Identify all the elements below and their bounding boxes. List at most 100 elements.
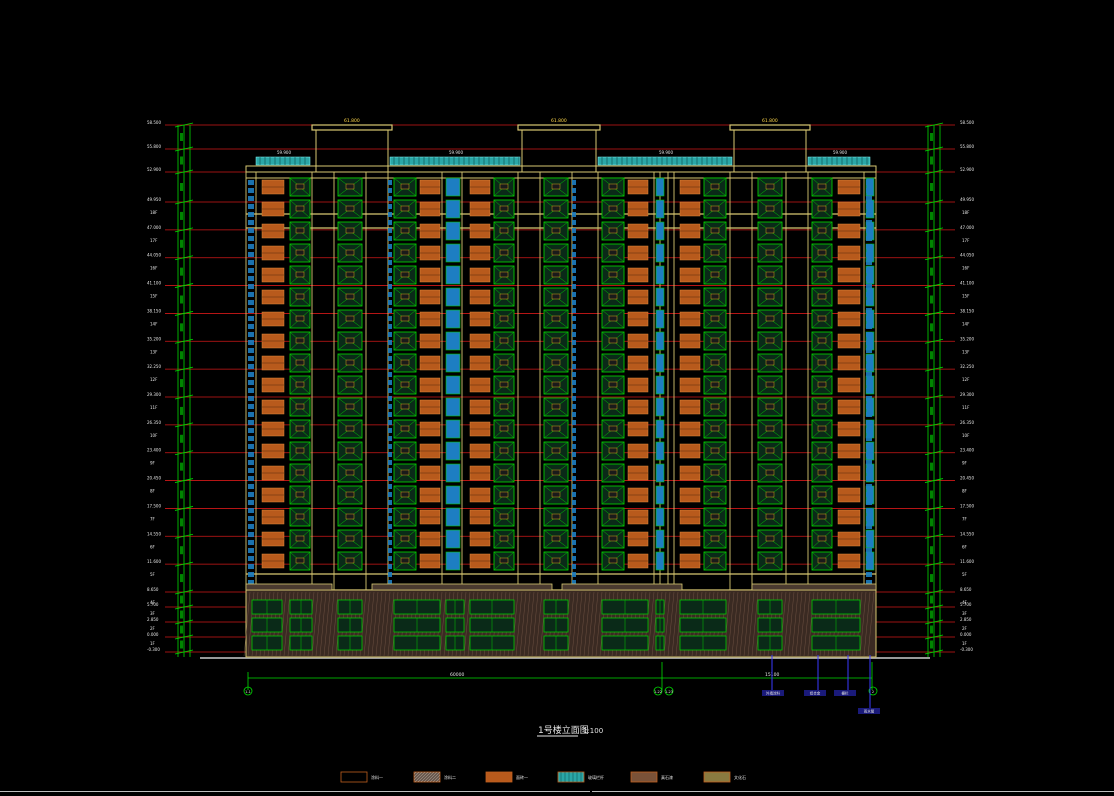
edge-glass-strip [866, 340, 872, 345]
elevation-label-right: 49.950 [960, 197, 974, 202]
edge-glass-strip [388, 324, 392, 329]
edge-glass-strip [572, 564, 576, 569]
window-tag [710, 183, 720, 190]
edge-glass-strip [572, 516, 576, 521]
edge-glass-strip [572, 196, 576, 201]
edge-glass-strip [248, 268, 254, 273]
edge-glass-strip [248, 540, 254, 545]
glass-panel [655, 485, 665, 505]
edge-glass-strip [572, 364, 576, 369]
edge-glass-strip [572, 476, 576, 481]
legend-hatch [438, 780, 441, 783]
glass-panel [445, 441, 461, 461]
elevation-label-right: 11.600 [960, 559, 974, 564]
podium-hatch [731, 591, 739, 657]
edge-glass-strip [572, 180, 576, 185]
legend-hatch [423, 771, 435, 783]
window-tag [499, 293, 509, 300]
podium-hatch [383, 591, 391, 657]
window-tag [551, 359, 561, 366]
floor-label-left: 11F [150, 405, 158, 410]
edge-glass-strip [388, 220, 392, 225]
legend-hatch [432, 774, 441, 783]
note-tag [804, 690, 826, 696]
edge-glass-strip [248, 228, 254, 233]
edge-glass-strip [572, 508, 576, 513]
edge-glass-strip [388, 348, 392, 353]
legend-swatch [485, 771, 513, 783]
dimension-tick [174, 366, 194, 372]
dimension-value-mark [180, 490, 183, 499]
window-tag [817, 403, 827, 410]
floor-label-right: 16F [962, 266, 970, 271]
dimension-value-mark [930, 610, 933, 619]
edge-glass-strip [388, 252, 392, 257]
floor-label-right: 5F [962, 572, 968, 577]
edge-glass-strip [248, 468, 254, 473]
legend-hatch [435, 777, 441, 783]
edge-glass-strip [248, 316, 254, 321]
window-tag [817, 491, 827, 498]
elevation-label-left: 17.500 [147, 503, 161, 508]
edge-glass-strip [388, 284, 392, 289]
edge-glass-strip [866, 284, 872, 289]
floor-label-right: 13F [962, 349, 970, 354]
edge-glass-strip [866, 484, 872, 489]
elevation-label-right: 8.650 [960, 587, 972, 592]
edge-glass-strip [388, 188, 392, 193]
window-tag [295, 227, 305, 234]
legend-hatch [413, 771, 420, 778]
dimension-tick [924, 169, 944, 175]
window-tag [400, 381, 410, 388]
dimension-value-mark [930, 379, 933, 388]
window-tag [551, 513, 561, 520]
window-tag [608, 557, 618, 564]
edge-glass-strip [388, 196, 392, 201]
dimension-tick [924, 394, 944, 400]
dimension-value-mark [180, 462, 183, 471]
floor-label-left: 17F [150, 238, 158, 243]
dimension-tick [174, 422, 194, 428]
edge-glass-strip [866, 332, 872, 337]
edge-glass-strip [866, 420, 872, 425]
window-tag [551, 315, 561, 322]
edge-glass-strip [388, 292, 392, 297]
window-tag [765, 337, 775, 344]
edge-glass-strip [388, 404, 392, 409]
dimension-tick [924, 649, 944, 655]
floor-label-right: 15F [962, 294, 970, 299]
floor-label-right: 9F [962, 461, 968, 466]
edge-glass-strip [388, 228, 392, 233]
edge-glass-strip [866, 436, 872, 441]
window-tag [295, 337, 305, 344]
elevation-label-right: 20.450 [960, 476, 974, 481]
window-tag [345, 381, 355, 388]
podium-hatch [663, 591, 671, 657]
edge-glass-strip [388, 428, 392, 433]
podium-hatch [567, 591, 575, 657]
legend-swatch [630, 771, 658, 783]
dimension-value-mark [930, 183, 933, 191]
edge-glass-strip [572, 556, 576, 561]
window-tag [551, 271, 561, 278]
edge-glass-strip [572, 444, 576, 449]
edge-glass-strip [572, 244, 576, 249]
window-tag [345, 315, 355, 322]
edge-glass-strip [572, 348, 576, 353]
dimension-tick [174, 283, 194, 288]
window-tag [765, 315, 775, 322]
edge-glass-strip [388, 388, 392, 393]
window-tag [817, 513, 827, 520]
floor-label-left: 16F [150, 266, 158, 271]
edge-glass-strip [572, 484, 576, 489]
window-tag [345, 513, 355, 520]
elevation-label-right: 44.050 [960, 253, 974, 258]
podium-hatch [515, 591, 523, 657]
window-tag [499, 469, 509, 476]
window-tag [400, 183, 410, 190]
window-tag [817, 183, 827, 190]
window-tag [608, 403, 618, 410]
dimension-value-mark [180, 406, 183, 415]
window-tag [710, 381, 720, 388]
dimension-tick [174, 146, 194, 152]
